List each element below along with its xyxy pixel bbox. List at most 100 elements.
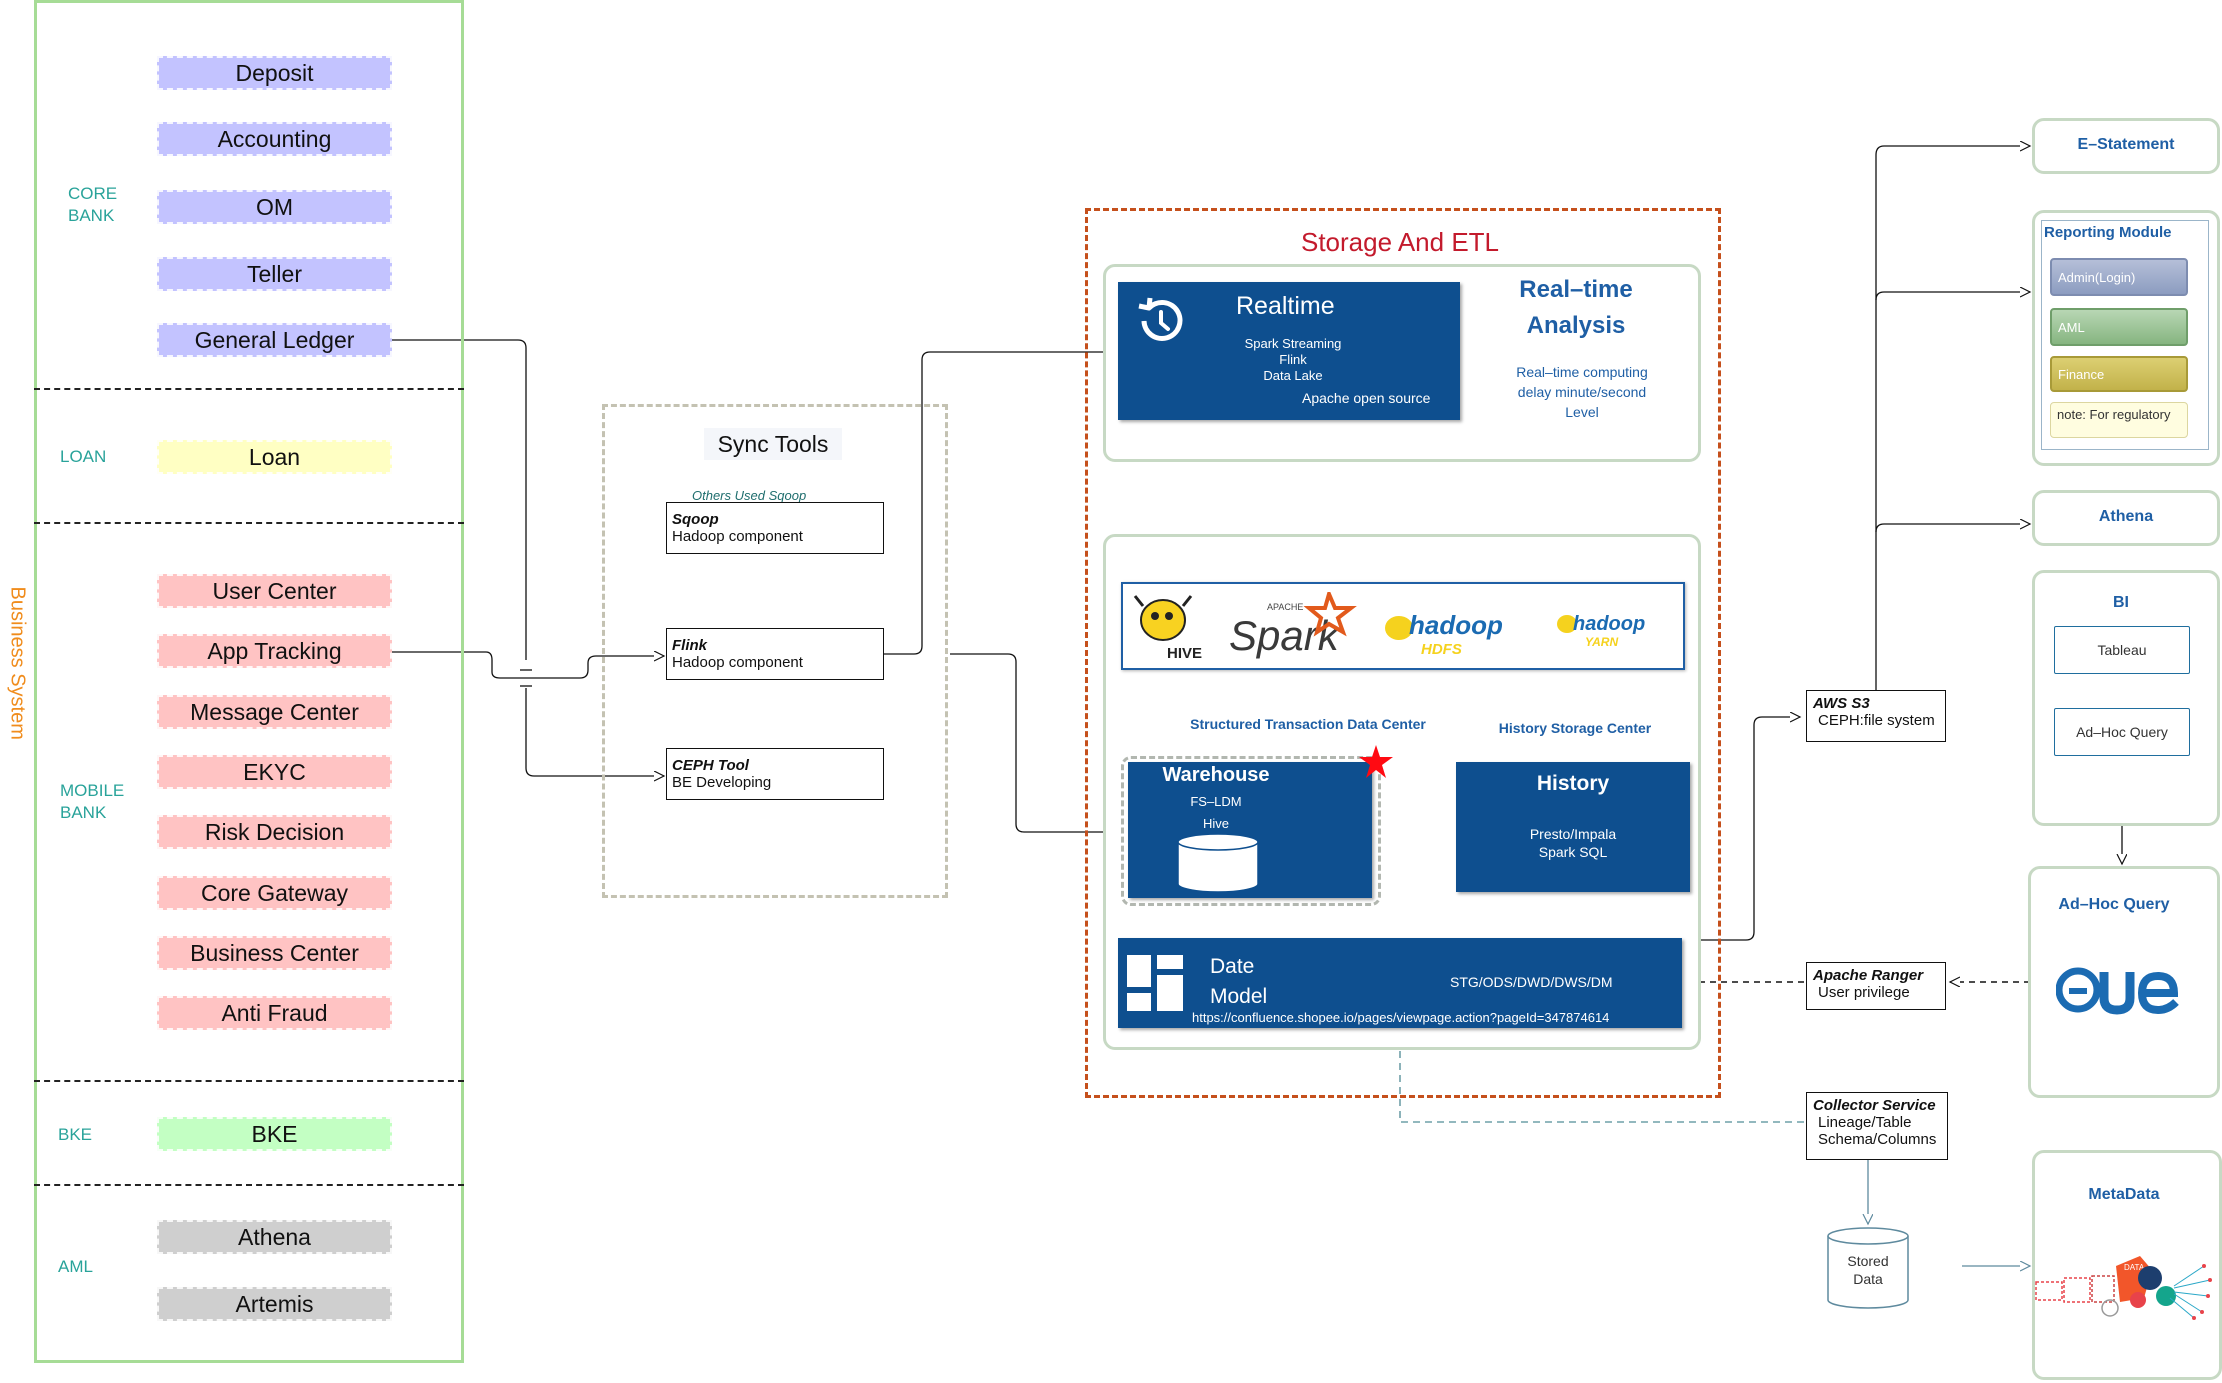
business-system-panel xyxy=(34,0,464,1363)
separator xyxy=(34,1184,464,1186)
system-bke[interactable]: BKE xyxy=(157,1117,392,1151)
system-message-center[interactable]: Message Center xyxy=(157,695,392,729)
system-artemis[interactable]: Artemis xyxy=(157,1287,392,1321)
system-accounting[interactable]: Accounting xyxy=(157,122,392,156)
sync-tools-frame xyxy=(602,404,948,898)
collector-service-box[interactable]: Collector Service Lineage/Table Schema/C… xyxy=(1806,1092,1948,1160)
realtime-line: Spark Streaming xyxy=(1244,336,1342,351)
history-box[interactable]: History Presto/Impala Spark SQL xyxy=(1456,762,1690,892)
logos-bar: HIVE APACHE Spark hadoop HDFS hadoop YAR… xyxy=(1121,582,1685,670)
bi-title: BI xyxy=(2113,594,2129,611)
warehouse-line: FS–LDM xyxy=(1190,794,1242,809)
tool-sqoop[interactable]: Sqoop Hadoop component xyxy=(666,502,884,554)
history-clock-icon xyxy=(1138,297,1183,341)
hadoop-yarn-logo-icon: hadoop YARN xyxy=(1557,613,1645,649)
hadoop-hdfs-logo-icon: hadoop HDFS xyxy=(1385,610,1503,658)
system-anti-fraud[interactable]: Anti Fraud xyxy=(157,996,392,1030)
tool-desc: BE Developing xyxy=(672,774,772,791)
metadata-title: MetaData xyxy=(2088,1186,2160,1203)
date-model-layers: STG/ODS/DWD/DWS/DM xyxy=(1450,974,1613,990)
reporting-item-finance[interactable]: Finance xyxy=(2050,356,2188,392)
group-aml-label: AML xyxy=(58,1257,93,1276)
realtime-box[interactable]: Realtime Spark Streaming Flink Data Lake… xyxy=(1118,282,1460,420)
system-om[interactable]: OM xyxy=(157,190,392,224)
stored-data-label: Stored Data xyxy=(1847,1253,1889,1287)
realtime-line: Flink xyxy=(1279,352,1307,367)
date-model-url[interactable]: https://confluence.shopee.io/pages/viewp… xyxy=(1192,1010,1610,1025)
history-line: Spark SQL xyxy=(1538,844,1608,860)
history-title: History xyxy=(1536,772,1610,795)
wire-sync-warehouse xyxy=(950,653,1126,832)
sync-tools-title: Sync Tools xyxy=(704,428,842,460)
group-core-bank-label: CORE BANK xyxy=(68,184,118,225)
structured-center-label: Structured Transaction Data Center xyxy=(1190,716,1426,732)
realtime-title: Realtime xyxy=(1236,292,1335,320)
athena-label: Athena xyxy=(2098,508,2154,525)
aws-s3-name: AWS S3 xyxy=(1813,695,1870,712)
realtime-analysis-desc: Real–time computing delay minute/second … xyxy=(1516,364,1648,420)
bi-box[interactable] xyxy=(2032,570,2220,826)
apache-ranger-box[interactable]: Apache Ranger User privilege xyxy=(1806,962,1946,1010)
wire-flink-realtime xyxy=(884,352,1116,655)
tool-name: CEPH Tool xyxy=(672,757,749,774)
svg-text:HIVE: HIVE xyxy=(1167,645,1202,662)
tool-name: Sqoop xyxy=(672,511,719,528)
apache-ranger-desc: User privilege xyxy=(1818,984,1910,1001)
separator xyxy=(34,522,464,524)
wire-aws-up xyxy=(1875,146,2030,690)
collector-service-name: Collector Service xyxy=(1813,1097,1936,1114)
realtime-line: Data Lake xyxy=(1263,368,1323,383)
warehouse-box[interactable]: Warehouse FS–LDM Hive xyxy=(1128,762,1372,898)
apache-ranger-name: Apache Ranger xyxy=(1813,967,1924,984)
svg-text:Spark: Spark xyxy=(1229,612,1341,659)
dashboard-grid-icon xyxy=(1127,955,1183,1011)
wire-aws-athena xyxy=(1875,524,2030,533)
bi-item-tableau[interactable]: Tableau xyxy=(2054,626,2190,674)
wire-model-aws xyxy=(1400,717,1800,941)
reporting-title: Reporting Module xyxy=(2044,224,2172,241)
svg-text:YARN: YARN xyxy=(1585,635,1618,649)
bi-item-adhoc[interactable]: Ad–Hoc Query xyxy=(2054,708,2190,756)
reporting-item-admin[interactable]: Admin(Login) xyxy=(2050,258,2188,296)
wire-collector-model xyxy=(1400,1032,1804,1123)
spark-logo-icon: APACHE Spark xyxy=(1229,592,1357,659)
date-model-box[interactable]: Date Model STG/ODS/DWD/DWS/DM https://co… xyxy=(1118,938,1682,1028)
separator xyxy=(34,1080,464,1082)
svg-text:DATA: DATA xyxy=(2124,1263,2145,1272)
e-statement-label: E–Statement xyxy=(2077,136,2175,153)
metadata-graphic-icon: DATA xyxy=(2035,1256,2212,1320)
wire-aws-reporting xyxy=(1875,292,2030,301)
system-deposit[interactable]: Deposit xyxy=(157,56,392,90)
system-risk-decision[interactable]: Risk Decision xyxy=(157,815,392,849)
reporting-item-aml[interactable]: AML xyxy=(2050,308,2188,346)
athena-box[interactable] xyxy=(2032,490,2220,546)
sync-tools-caption: Others Used Sqoop xyxy=(692,488,807,503)
system-ekyc[interactable]: EKYC xyxy=(157,755,392,789)
system-general-ledger[interactable]: General Ledger xyxy=(157,323,392,357)
system-loan[interactable]: Loan xyxy=(157,440,392,474)
svg-text:APACHE: APACHE xyxy=(1267,602,1303,612)
aws-s3-box[interactable]: AWS S3 CEPH:file system xyxy=(1806,690,1946,742)
stored-data-icon xyxy=(1827,1227,1909,1309)
realtime-analysis-title: Real–time Analysis xyxy=(1519,276,1633,339)
warehouse-dashed-frame xyxy=(1121,756,1381,906)
system-athena[interactable]: Athena xyxy=(157,1220,392,1254)
system-business-center[interactable]: Business Center xyxy=(157,936,392,970)
system-core-gateway[interactable]: Core Gateway xyxy=(157,876,392,910)
tool-ceph[interactable]: CEPH Tool BE Developing xyxy=(666,748,884,800)
svg-text:HDFS: HDFS xyxy=(1421,641,1462,658)
e-statement-box[interactable] xyxy=(2032,118,2220,174)
system-user-center[interactable]: User Center xyxy=(157,574,392,608)
system-app-tracking[interactable]: App Tracking xyxy=(157,634,392,668)
system-teller[interactable]: Teller xyxy=(157,257,392,291)
aws-s3-desc: CEPH:file system xyxy=(1818,712,1935,729)
date-model-title: Date Model xyxy=(1210,955,1268,1008)
reporting-inner-frame xyxy=(2041,220,2209,450)
realtime-footer: Apache open source xyxy=(1302,390,1431,406)
wire-ledger xyxy=(392,339,527,660)
group-loan-label: LOAN xyxy=(60,447,107,466)
history-line: Presto/Impala xyxy=(1529,826,1617,842)
tool-flink[interactable]: Flink Hadoop component xyxy=(666,628,884,680)
group-mobile-bank-label: MOBILE BANK xyxy=(60,781,125,822)
collector-service-desc: Lineage/Table Schema/Columns xyxy=(1818,1114,1937,1148)
